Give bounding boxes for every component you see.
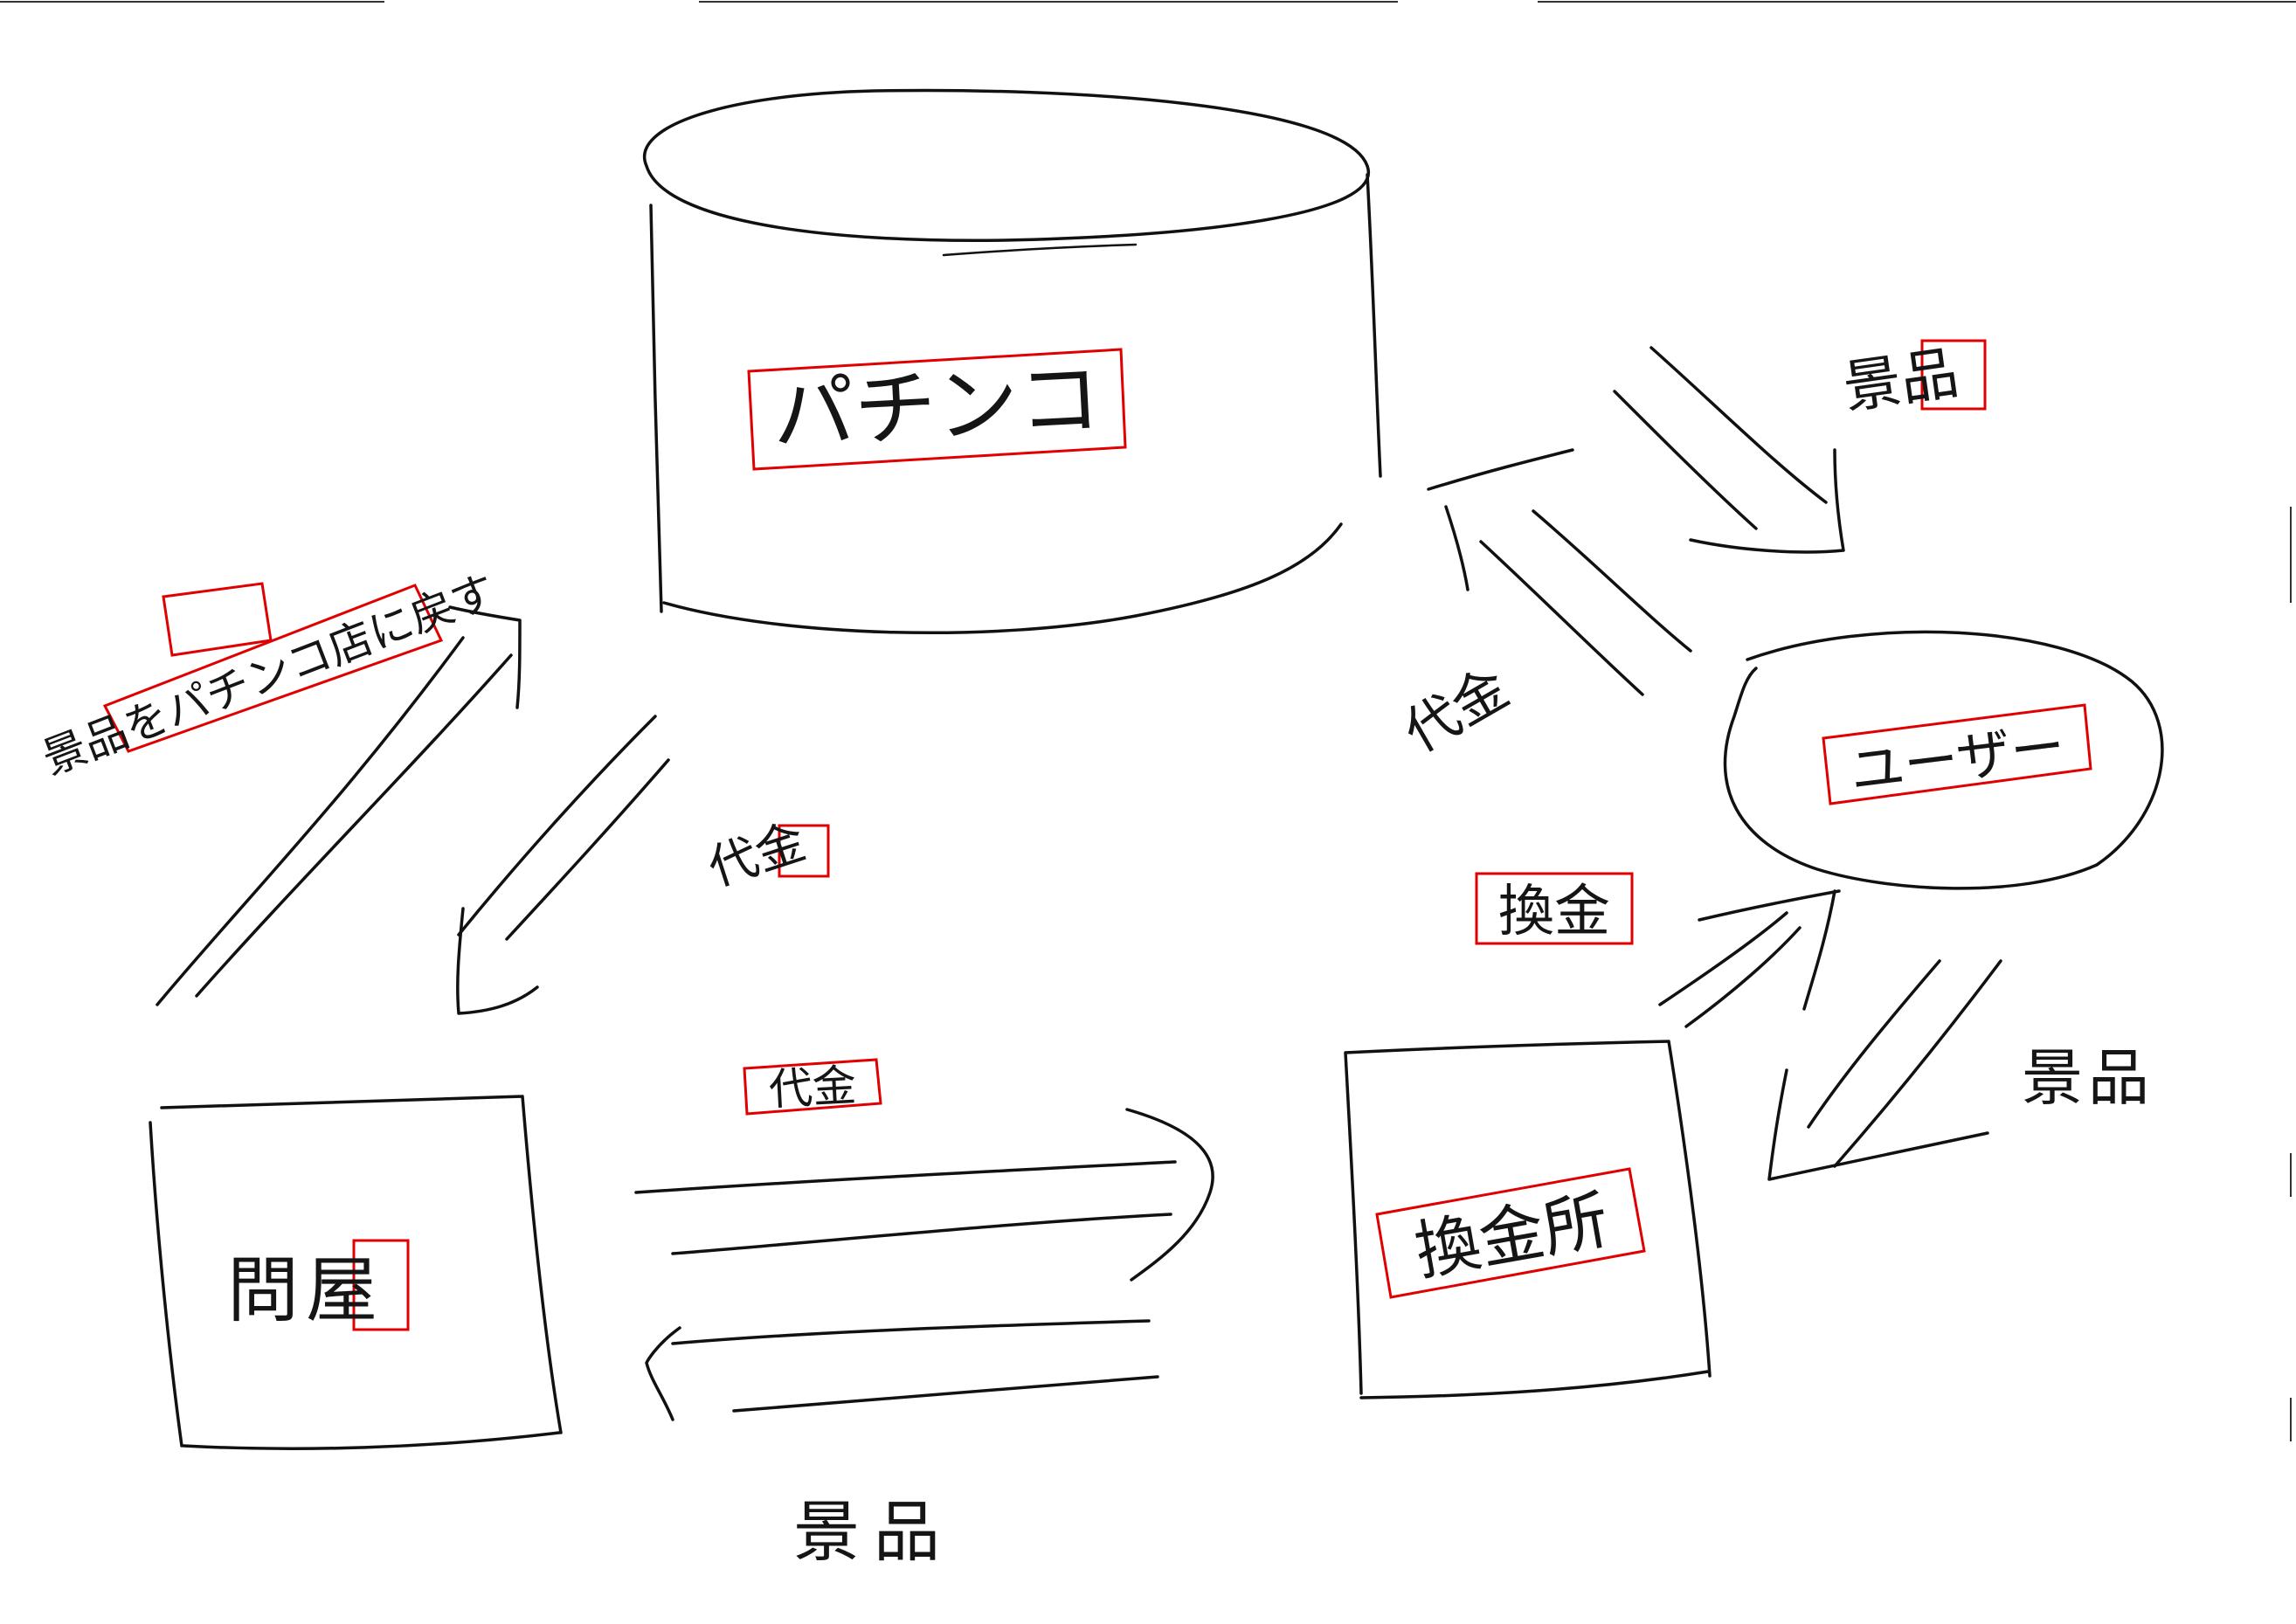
arrow-shaft <box>1807 959 1941 1129</box>
node-pachinko: パチンコ <box>643 88 1382 635</box>
node-tonya: 問屋 <box>149 1095 563 1450</box>
pachinko-to-user-label: 景品 <box>1839 339 1962 422</box>
edge-user-to-exchange: 景品 <box>1767 959 2154 1181</box>
arrow-shaft <box>671 1319 1151 1345</box>
tonya-label: 問屋 <box>227 1249 384 1332</box>
tonya-to-pachinko-label: 景品をパチンコ店に戻す <box>36 565 502 784</box>
pachinko-to-user-label-box <box>1920 339 1987 411</box>
exchange-box <box>1344 1040 1712 1399</box>
tonya-label-box <box>352 1239 410 1331</box>
tonya-to-pachinko-label-box-1 <box>162 582 273 657</box>
edge-exchange-to-tonya: 景品 <box>645 1319 1159 1571</box>
pachinko-to-tonya-label-box <box>778 824 830 878</box>
user-ellipse <box>1723 630 2164 890</box>
edge-exchange-to-user: 換金 <box>1475 872 1841 1028</box>
cylinder-left-side <box>649 204 663 613</box>
edge-tonya-to-exchange: 代金 <box>634 1058 1214 1282</box>
cylinder-inner-stroke <box>942 243 1138 257</box>
pachinko-label: パチンコ <box>770 351 1103 464</box>
arrowhead <box>1427 448 1574 591</box>
pachinko-label-box <box>747 348 1127 471</box>
arrowhead <box>1767 1068 1989 1181</box>
arrow-shaft-outer <box>1479 540 1644 696</box>
user-label-box <box>1822 703 2092 805</box>
arrowhead <box>456 907 539 1015</box>
node-user: ユーザー <box>1723 630 2164 890</box>
cylinder-top <box>643 88 1371 242</box>
user-label: ユーザー <box>1847 714 2069 804</box>
arrow-shaft-outer <box>1613 390 1758 530</box>
arrowhead <box>1689 448 1845 554</box>
arrow-shaft <box>457 715 657 936</box>
tonya-to-pachinko-label-box-2 <box>102 584 444 753</box>
tonya-box <box>149 1095 563 1450</box>
arrow-shaft <box>1649 346 1828 504</box>
arrowhead <box>1125 1108 1214 1282</box>
edge-pachinko-to-user: 景品 <box>1613 339 1987 554</box>
exchange-to-user-label-box <box>1475 872 1634 945</box>
arrow-shaft-outer <box>505 758 670 941</box>
arrow-shaft <box>156 636 465 1006</box>
pachinko-to-tonya-label: 代金 <box>702 813 813 897</box>
scan-edge-marks <box>0 1 2296 1441</box>
tonya-to-exchange-label: 代金 <box>768 1060 858 1115</box>
tonya-to-exchange-label-box <box>743 1058 882 1116</box>
arrow-shaft-outer <box>1684 926 1802 1028</box>
cylinder-bottom <box>662 522 1343 635</box>
edge-pachinko-to-tonya: 代金 <box>456 715 830 1015</box>
exchange-label: 換金所 <box>1410 1182 1615 1289</box>
user-to-exchange-label: 景品 <box>2022 1042 2154 1114</box>
user-to-pachinko-label: 代金 <box>1394 655 1519 764</box>
edge-tonya-to-pachinko: 景品をパチンコ店に戻す <box>36 565 522 1006</box>
arrow-shaft-outer <box>1833 959 2002 1168</box>
arrow-shaft-outer <box>732 1375 1159 1413</box>
edge-user-to-pachinko: 代金 <box>1394 448 1692 765</box>
arrow-shaft-outer <box>195 653 513 998</box>
arrow-shaft-outer <box>671 1213 1172 1255</box>
exchange-label-box <box>1375 1167 1646 1299</box>
node-exchange: 換金所 <box>1344 1040 1712 1399</box>
arrowhead <box>645 1326 681 1421</box>
arrow-shaft <box>1532 509 1692 653</box>
exchange-to-tonya-label: 景品 <box>793 1493 954 1571</box>
exchange-to-user-label: 換金 <box>1498 880 1610 944</box>
arrowhead <box>1698 889 1841 1011</box>
arrow-shaft <box>634 1160 1177 1194</box>
arrow-shaft <box>1658 911 1788 1006</box>
arrowhead <box>448 605 522 709</box>
cylinder-right-side <box>1366 173 1382 478</box>
